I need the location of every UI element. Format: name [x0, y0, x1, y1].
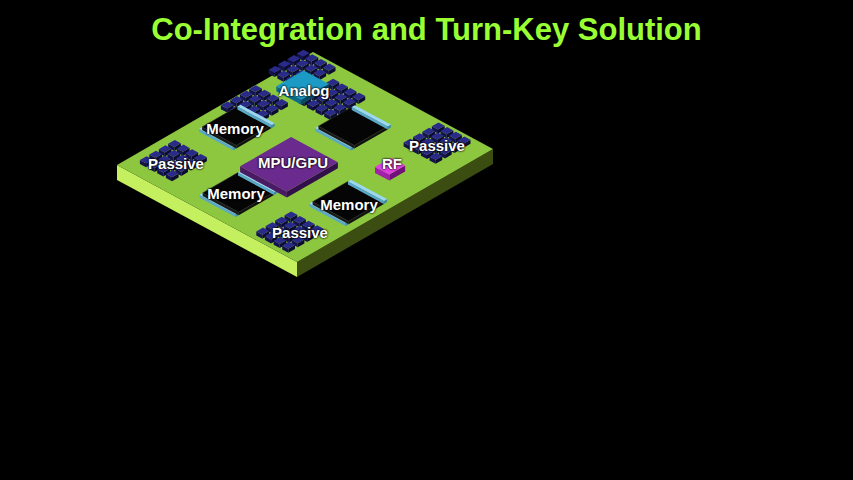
passive-bump-top — [266, 105, 279, 112]
passive-bump-top — [159, 145, 172, 152]
passive-bump-top — [296, 60, 309, 67]
passive-bump-top — [221, 102, 234, 109]
passive-bump-top — [306, 54, 319, 61]
memory-strip-top — [352, 105, 391, 126]
passive-bump-top — [285, 211, 298, 218]
passive-bump-top — [323, 64, 336, 71]
passive-bump-top — [305, 64, 318, 71]
passive-bump-top — [258, 90, 271, 97]
passive-bump-top — [248, 95, 261, 102]
passive-bump-top — [432, 122, 445, 129]
passive-bump-top — [282, 242, 295, 249]
part-name: Passive — [148, 155, 204, 172]
part-name: Passive — [272, 224, 328, 241]
title: Co-Integration and Turn-Key Solution — [0, 12, 853, 48]
passive-bump-top — [275, 217, 288, 224]
memory-chip-top — [202, 107, 272, 146]
mpu-gpu-chip-top — [240, 137, 338, 192]
passive-bump-top — [266, 95, 279, 102]
part-name: Memory — [207, 185, 265, 202]
passive-bump-top — [422, 128, 435, 135]
passive-bump-top — [316, 104, 329, 111]
passive-bump-top — [256, 228, 269, 235]
passive-bump-top — [230, 96, 243, 103]
passive-bump-top — [287, 65, 300, 72]
passive-bump-top — [307, 100, 320, 107]
passive-bump-top — [275, 99, 288, 106]
passive-bump-top — [325, 99, 338, 106]
passive-bump-top — [240, 91, 253, 98]
passive-bump-top — [287, 55, 300, 62]
passive-bump-top — [441, 127, 454, 134]
passive-bump-top — [314, 59, 327, 66]
passive-bump-top — [269, 66, 282, 73]
part-name: Memory — [320, 196, 378, 213]
passive-bump-top — [313, 69, 326, 76]
passive-bump-top — [335, 83, 348, 90]
passive-bump-top — [343, 98, 356, 105]
passive-bump-top — [344, 88, 357, 95]
passive-bump-top — [278, 61, 291, 68]
passive-bump-top — [257, 100, 270, 107]
passive-bump-top — [293, 216, 306, 223]
passive-bump-top — [277, 71, 290, 78]
passive-bump-top — [352, 93, 365, 100]
part-name: Analog — [279, 82, 330, 99]
passive-bump-top — [334, 104, 347, 111]
substrate-top — [117, 52, 493, 262]
passive-bump-top — [297, 50, 310, 57]
passive-bump-top — [249, 85, 262, 92]
memory-chip-top — [318, 107, 387, 146]
passive-bump-top — [334, 94, 347, 101]
memory-strip-side — [352, 107, 388, 129]
part-name: Passive — [409, 137, 465, 154]
part-name: RF — [382, 155, 402, 172]
passive-bump-top — [177, 145, 190, 152]
memory-chip-top — [313, 182, 384, 222]
part-name: Memory — [206, 120, 264, 137]
passive-bump-top — [324, 109, 337, 116]
part-name: MPU/GPU — [258, 154, 328, 171]
passive-bump-top — [430, 153, 443, 160]
analog-chip-top — [276, 70, 329, 99]
passive-bump-top — [168, 140, 181, 147]
